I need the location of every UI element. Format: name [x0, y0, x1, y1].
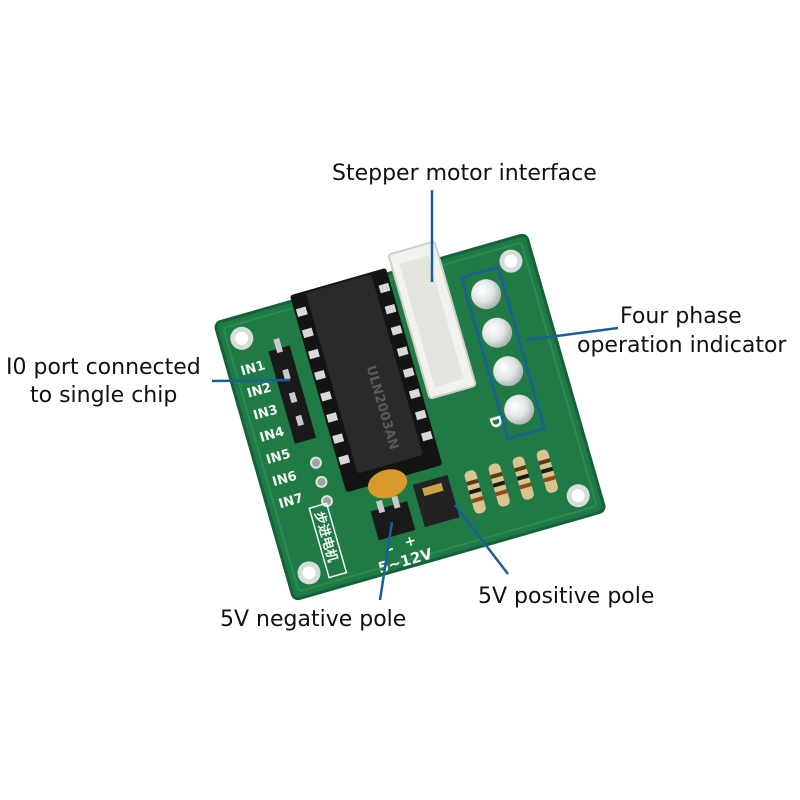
- label-in5: IN5: [264, 447, 292, 468]
- callout-positive: [454, 504, 509, 575]
- annotation-io-port-line2: to single chip: [30, 383, 178, 408]
- mounting-holes: [230, 249, 590, 585]
- capacitor: [367, 469, 408, 499]
- label-in4: IN4: [258, 425, 286, 446]
- label-in3: IN3: [252, 402, 280, 423]
- led-d-label: D: [485, 413, 506, 430]
- led-c: [493, 356, 524, 387]
- label-in1: IN1: [239, 358, 267, 379]
- callout-io-port: [211, 378, 291, 383]
- annotation-positive-pole: 5V positive pole: [478, 584, 655, 609]
- uln2003-chip: [306, 274, 423, 473]
- annotation-io-port-line1: I0 port connected: [6, 355, 201, 380]
- resistors: [464, 449, 558, 514]
- label-in2: IN2: [245, 380, 273, 401]
- led-d: [504, 394, 535, 425]
- led-indicator-group: [459, 265, 546, 441]
- callout-lines: [211, 190, 619, 601]
- led-a: [471, 279, 502, 310]
- polarity-minus: -: [386, 541, 396, 558]
- annotation-four-phase-line1: Four phase: [620, 304, 742, 329]
- polarity-plus: +: [402, 532, 418, 551]
- annotation-negative-pole: 5V negative pole: [220, 607, 407, 632]
- annotation-four-phase-line2: operation indicator: [577, 333, 787, 358]
- led-b: [482, 317, 513, 348]
- label-in6: IN6: [271, 469, 299, 490]
- chip-pins: [295, 282, 433, 466]
- label-in7: IN7: [277, 491, 305, 512]
- input-labels: IN1 IN2 IN3 IN4 IN5 IN6 IN7: [239, 358, 305, 512]
- callout-four-phase: [525, 326, 619, 342]
- annotation-stepper-motor-interface: Stepper motor interface: [332, 161, 597, 186]
- callout-negative: [378, 521, 394, 601]
